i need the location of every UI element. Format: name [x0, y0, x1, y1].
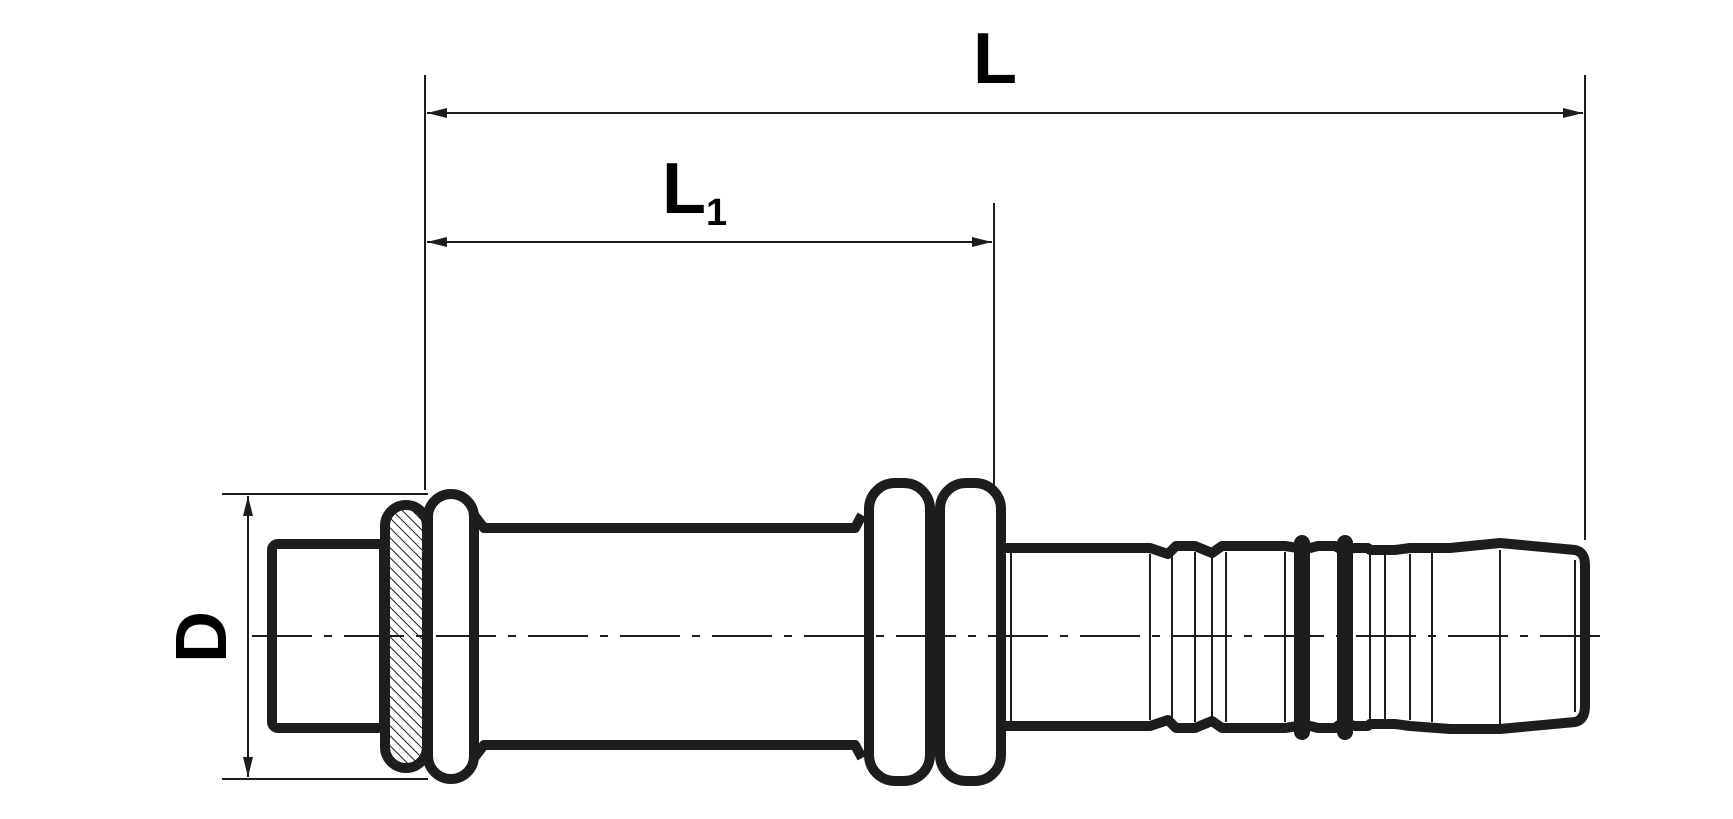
- collar-3: [935, 478, 1006, 786]
- label-d: D: [162, 611, 242, 663]
- barb-shank: [1001, 538, 1590, 734]
- label-l: L: [973, 19, 1017, 99]
- dimension-l: L: [424, 19, 1586, 540]
- fitting-body: [267, 478, 1590, 786]
- o-ring-2: [1337, 535, 1353, 740]
- collar-2: [864, 478, 935, 786]
- dimension-d: D: [162, 493, 428, 780]
- o-ring-1: [1294, 535, 1310, 740]
- main-body: [470, 511, 867, 762]
- o-rings: [1294, 535, 1353, 740]
- label-l1: L1: [662, 149, 727, 234]
- dimension-l1: L1: [427, 149, 995, 490]
- collar-1: [423, 489, 479, 784]
- label-l1-sub: 1: [706, 192, 727, 234]
- label-l1-main: L: [662, 149, 706, 229]
- hatched-washer: [380, 500, 432, 773]
